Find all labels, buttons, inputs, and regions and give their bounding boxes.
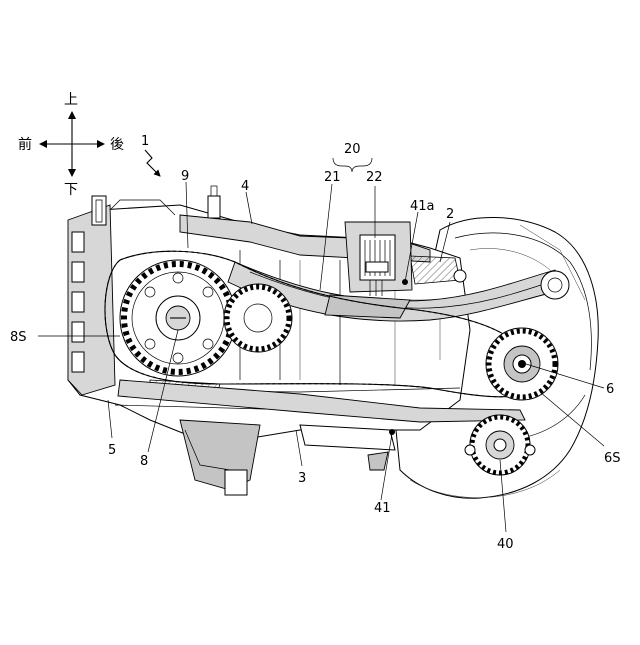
cam-sprocket bbox=[120, 260, 236, 376]
guide-pivot bbox=[541, 271, 569, 299]
label-2: 2 bbox=[446, 207, 454, 222]
label-41: 41 bbox=[374, 501, 391, 516]
label-6: 6 bbox=[606, 382, 614, 397]
hatched-section-top bbox=[410, 256, 460, 284]
label-rear: 後 bbox=[110, 137, 124, 153]
label-22: 22 bbox=[366, 170, 383, 185]
label-front: 前 bbox=[18, 136, 32, 153]
label-1: 1 bbox=[141, 134, 149, 149]
label-8: 8 bbox=[140, 454, 148, 469]
label-4: 4 bbox=[241, 179, 249, 194]
label-40: 40 bbox=[497, 537, 514, 552]
label-up: 上 bbox=[64, 92, 78, 108]
label-20: 20 bbox=[344, 142, 361, 157]
label-down: 下 bbox=[64, 182, 78, 198]
idler-sprocket bbox=[224, 284, 292, 352]
label-41a: 41a bbox=[410, 199, 435, 214]
label-6S: 6S bbox=[604, 451, 621, 466]
label-5: 5 bbox=[108, 443, 116, 458]
lower-mount bbox=[180, 420, 260, 490]
pivot-41 bbox=[368, 452, 388, 470]
direction-indicator: 上 下 前 後 bbox=[18, 92, 124, 198]
label-21: 21 bbox=[324, 170, 341, 185]
label-8S: 8S bbox=[10, 330, 27, 345]
label-3: 3 bbox=[298, 471, 306, 486]
crank-sprocket bbox=[486, 328, 558, 400]
label-9: 9 bbox=[181, 169, 189, 184]
